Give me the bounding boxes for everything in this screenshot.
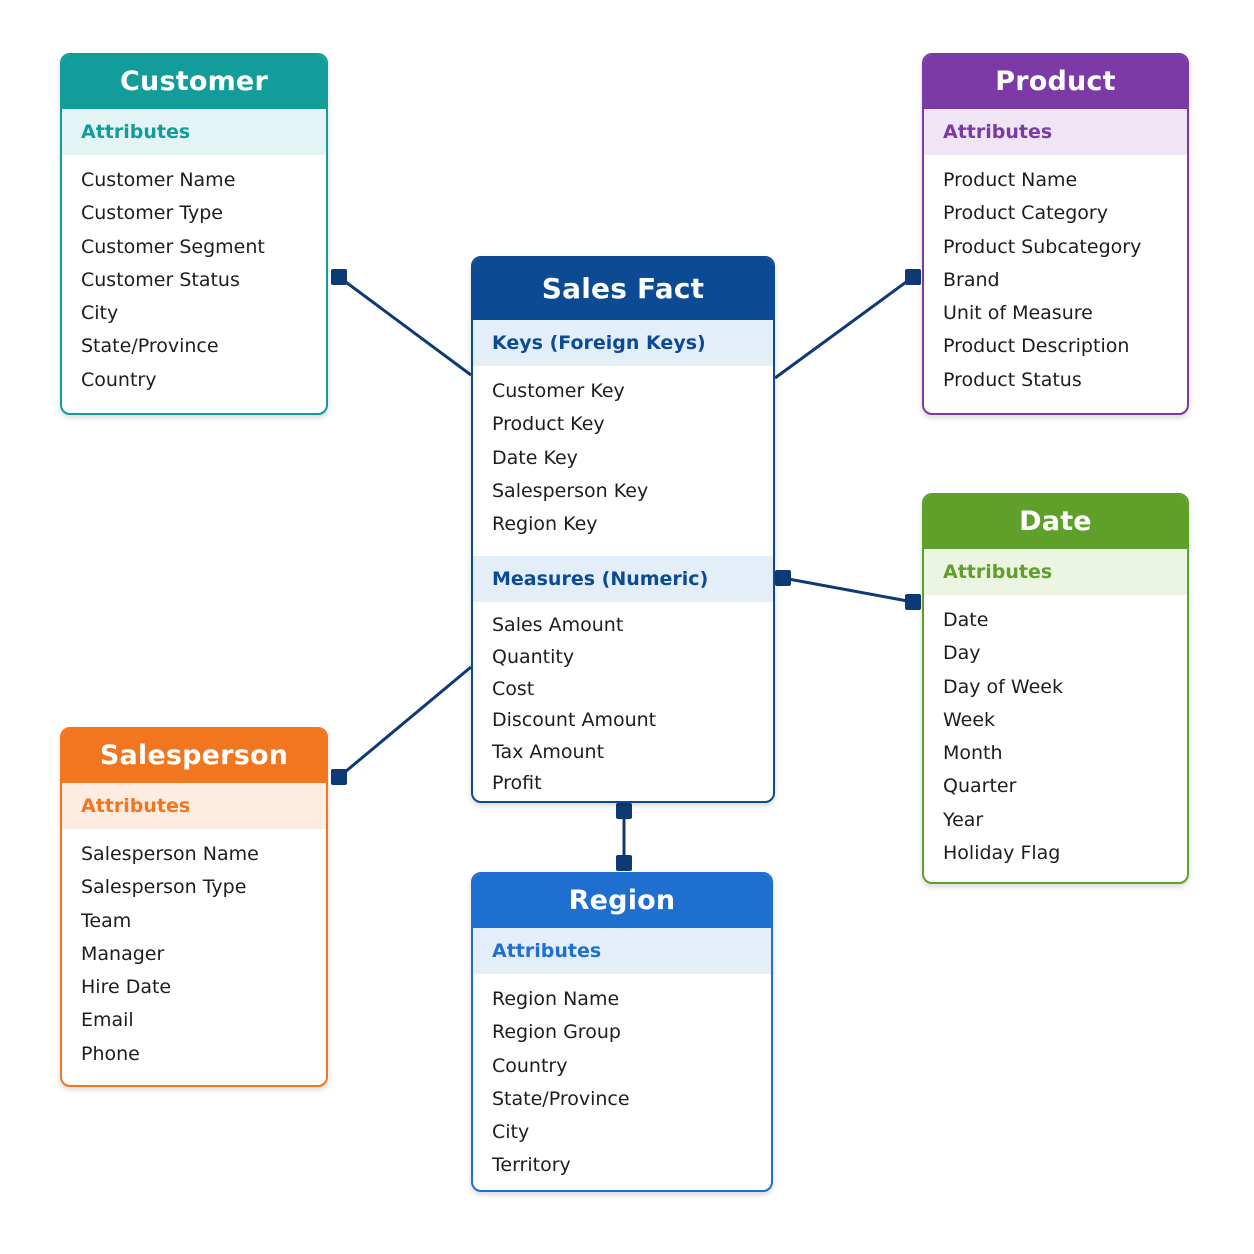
field-item: Customer Segment: [81, 235, 265, 258]
field-item: Day of Week: [943, 675, 1063, 698]
field-item: Product Status: [943, 368, 1082, 391]
region-attributes-header: Attributes: [473, 928, 771, 974]
date-entity[interactable]: Date Attributes Date Day Day of Week Wee…: [922, 493, 1189, 884]
salesperson-attributes-header: Attributes: [62, 783, 326, 829]
region-entity[interactable]: Region Attributes Region Name Region Gro…: [471, 872, 773, 1192]
field-item: Salesperson Type: [81, 876, 247, 899]
measure-item: Tax Amount: [492, 740, 605, 763]
measure-item: Quantity: [492, 646, 575, 669]
field-item: Territory: [492, 1154, 571, 1177]
connector-date-salesfact: [782, 576, 914, 604]
field-item: State/Province: [492, 1087, 630, 1110]
measure-item: Cost: [492, 677, 535, 700]
sales-fact-title: Sales Fact: [473, 258, 773, 320]
field-item: Date: [943, 609, 989, 631]
product-attributes-header: Attributes: [924, 109, 1187, 155]
connector-endpoint: [905, 269, 921, 285]
measure-item: Sales Amount: [492, 614, 624, 637]
field-item: Quarter: [943, 775, 1017, 798]
connector-endpoint: [331, 769, 347, 785]
field-item: Salesperson Name: [81, 843, 259, 865]
field-item: Region Group: [492, 1021, 621, 1044]
connector-endpoint: [616, 803, 632, 819]
customer-field-list: Customer Name Customer Type Customer Seg…: [62, 155, 326, 397]
field-item: Week: [943, 708, 996, 731]
connector-endpoint: [331, 269, 347, 285]
key-item: Salesperson Key: [492, 479, 649, 502]
field-item: Phone: [81, 1042, 140, 1065]
customer-entity[interactable]: Customer Attributes Customer Name Custom…: [60, 53, 328, 415]
field-item: City: [492, 1121, 530, 1144]
measures-section-header: Measures (Numeric): [473, 556, 773, 603]
region-field-list: Region Name Region Group Country State/P…: [473, 974, 771, 1183]
field-item: Customer Name: [81, 169, 236, 191]
sales-fact-entity[interactable]: Sales Fact Keys (Foreign Keys) Customer …: [471, 256, 775, 803]
field-item: Day: [943, 642, 981, 665]
key-item: Region Key: [492, 513, 598, 536]
key-item: Date Key: [492, 446, 578, 469]
field-item: Unit of Measure: [943, 302, 1093, 325]
customer-title: Customer: [62, 55, 326, 109]
product-title: Product: [924, 55, 1187, 109]
field-item: Region Name: [492, 988, 620, 1010]
measure-item: Profit: [492, 772, 542, 795]
field-item: Customer Type: [81, 202, 223, 225]
field-item: Country: [81, 368, 157, 391]
keys-list: Customer Key Product Key Date Key Salesp…: [473, 366, 773, 541]
connector-endpoint: [775, 570, 791, 586]
field-item: Hire Date: [81, 976, 172, 999]
salesperson-entity[interactable]: Salesperson Attributes Salesperson Name …: [60, 727, 328, 1087]
keys-section-header: Keys (Foreign Keys): [473, 320, 773, 366]
field-item: Product Category: [943, 202, 1108, 225]
field-item: Email: [81, 1009, 134, 1032]
product-entity[interactable]: Product Attributes Product Name Product …: [922, 53, 1189, 415]
date-attributes-header: Attributes: [924, 549, 1187, 595]
field-item: State/Province: [81, 335, 219, 358]
measures-list: Sales Amount Quantity Cost Discount Amou…: [473, 602, 773, 800]
date-title: Date: [924, 495, 1187, 549]
product-field-list: Product Name Product Category Product Su…: [924, 155, 1187, 397]
field-item: Product Subcategory: [943, 235, 1142, 258]
salesperson-title: Salesperson: [62, 729, 326, 783]
field-item: Manager: [81, 942, 165, 965]
customer-attributes-header: Attributes: [62, 109, 326, 155]
measure-item: Discount Amount: [492, 709, 657, 732]
field-item: Customer Status: [81, 268, 240, 291]
field-item: Year: [943, 808, 984, 831]
field-item: Product Description: [943, 335, 1130, 358]
key-item: Customer Key: [492, 380, 625, 402]
connector-endpoint: [616, 855, 632, 871]
field-item: Month: [943, 742, 1003, 765]
connector-endpoint: [905, 594, 921, 610]
connector-product-salesfact: [774, 275, 914, 380]
field-item: City: [81, 302, 119, 325]
field-item: Team: [81, 909, 132, 932]
date-field-list: Date Day Day of Week Week Month Quarter …: [924, 595, 1187, 870]
field-item: Brand: [943, 268, 1000, 291]
connector-salesperson-salesfact: [338, 665, 472, 779]
field-item: Country: [492, 1054, 568, 1077]
key-item: Product Key: [492, 413, 605, 436]
region-title: Region: [473, 874, 771, 928]
field-item: Holiday Flag: [943, 842, 1061, 865]
field-item: Product Name: [943, 169, 1078, 191]
connector-customer-salesfact: [338, 275, 472, 377]
salesperson-field-list: Salesperson Name Salesperson Type Team M…: [62, 829, 326, 1071]
